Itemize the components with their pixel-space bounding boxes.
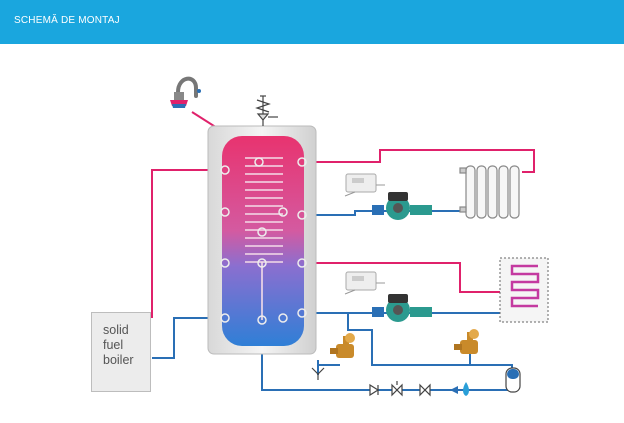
drain-valve-icon xyxy=(311,367,325,380)
check-valve-icon xyxy=(369,383,380,397)
mixing-valve-icon xyxy=(330,333,355,358)
radiator-icon xyxy=(459,165,520,219)
floor-heating-icon xyxy=(499,257,549,323)
hot-pipes xyxy=(151,111,535,318)
gate-valve-icon xyxy=(391,381,403,397)
thermostat-icon xyxy=(344,173,385,197)
tank-body xyxy=(222,136,304,346)
boiler-label-line2: fuel xyxy=(103,338,124,352)
mixing-valve-icon xyxy=(454,329,479,354)
cold-water-inlet-icon xyxy=(450,382,469,396)
expansion-vessel-icon xyxy=(505,367,521,393)
header-bar: SCHEMĂ DE MONTAJ xyxy=(0,0,624,44)
solid-fuel-boiler: solid fuel boiler xyxy=(91,312,151,392)
cold-pipes xyxy=(152,210,513,391)
safety-valve-icon xyxy=(255,95,278,126)
boiler-label-line3: boiler xyxy=(103,353,134,367)
pump-icon xyxy=(372,192,432,220)
thermostat-icon xyxy=(344,271,385,295)
faucet-icon xyxy=(170,76,201,108)
tank-ports xyxy=(220,157,307,325)
pump-icon xyxy=(372,294,432,322)
heat-exchanger-coil xyxy=(245,157,283,320)
gate-valve-icon xyxy=(419,383,431,397)
header-title: SCHEMĂ DE MONTAJ xyxy=(14,15,120,26)
boiler-label-line1: solid xyxy=(103,323,129,337)
